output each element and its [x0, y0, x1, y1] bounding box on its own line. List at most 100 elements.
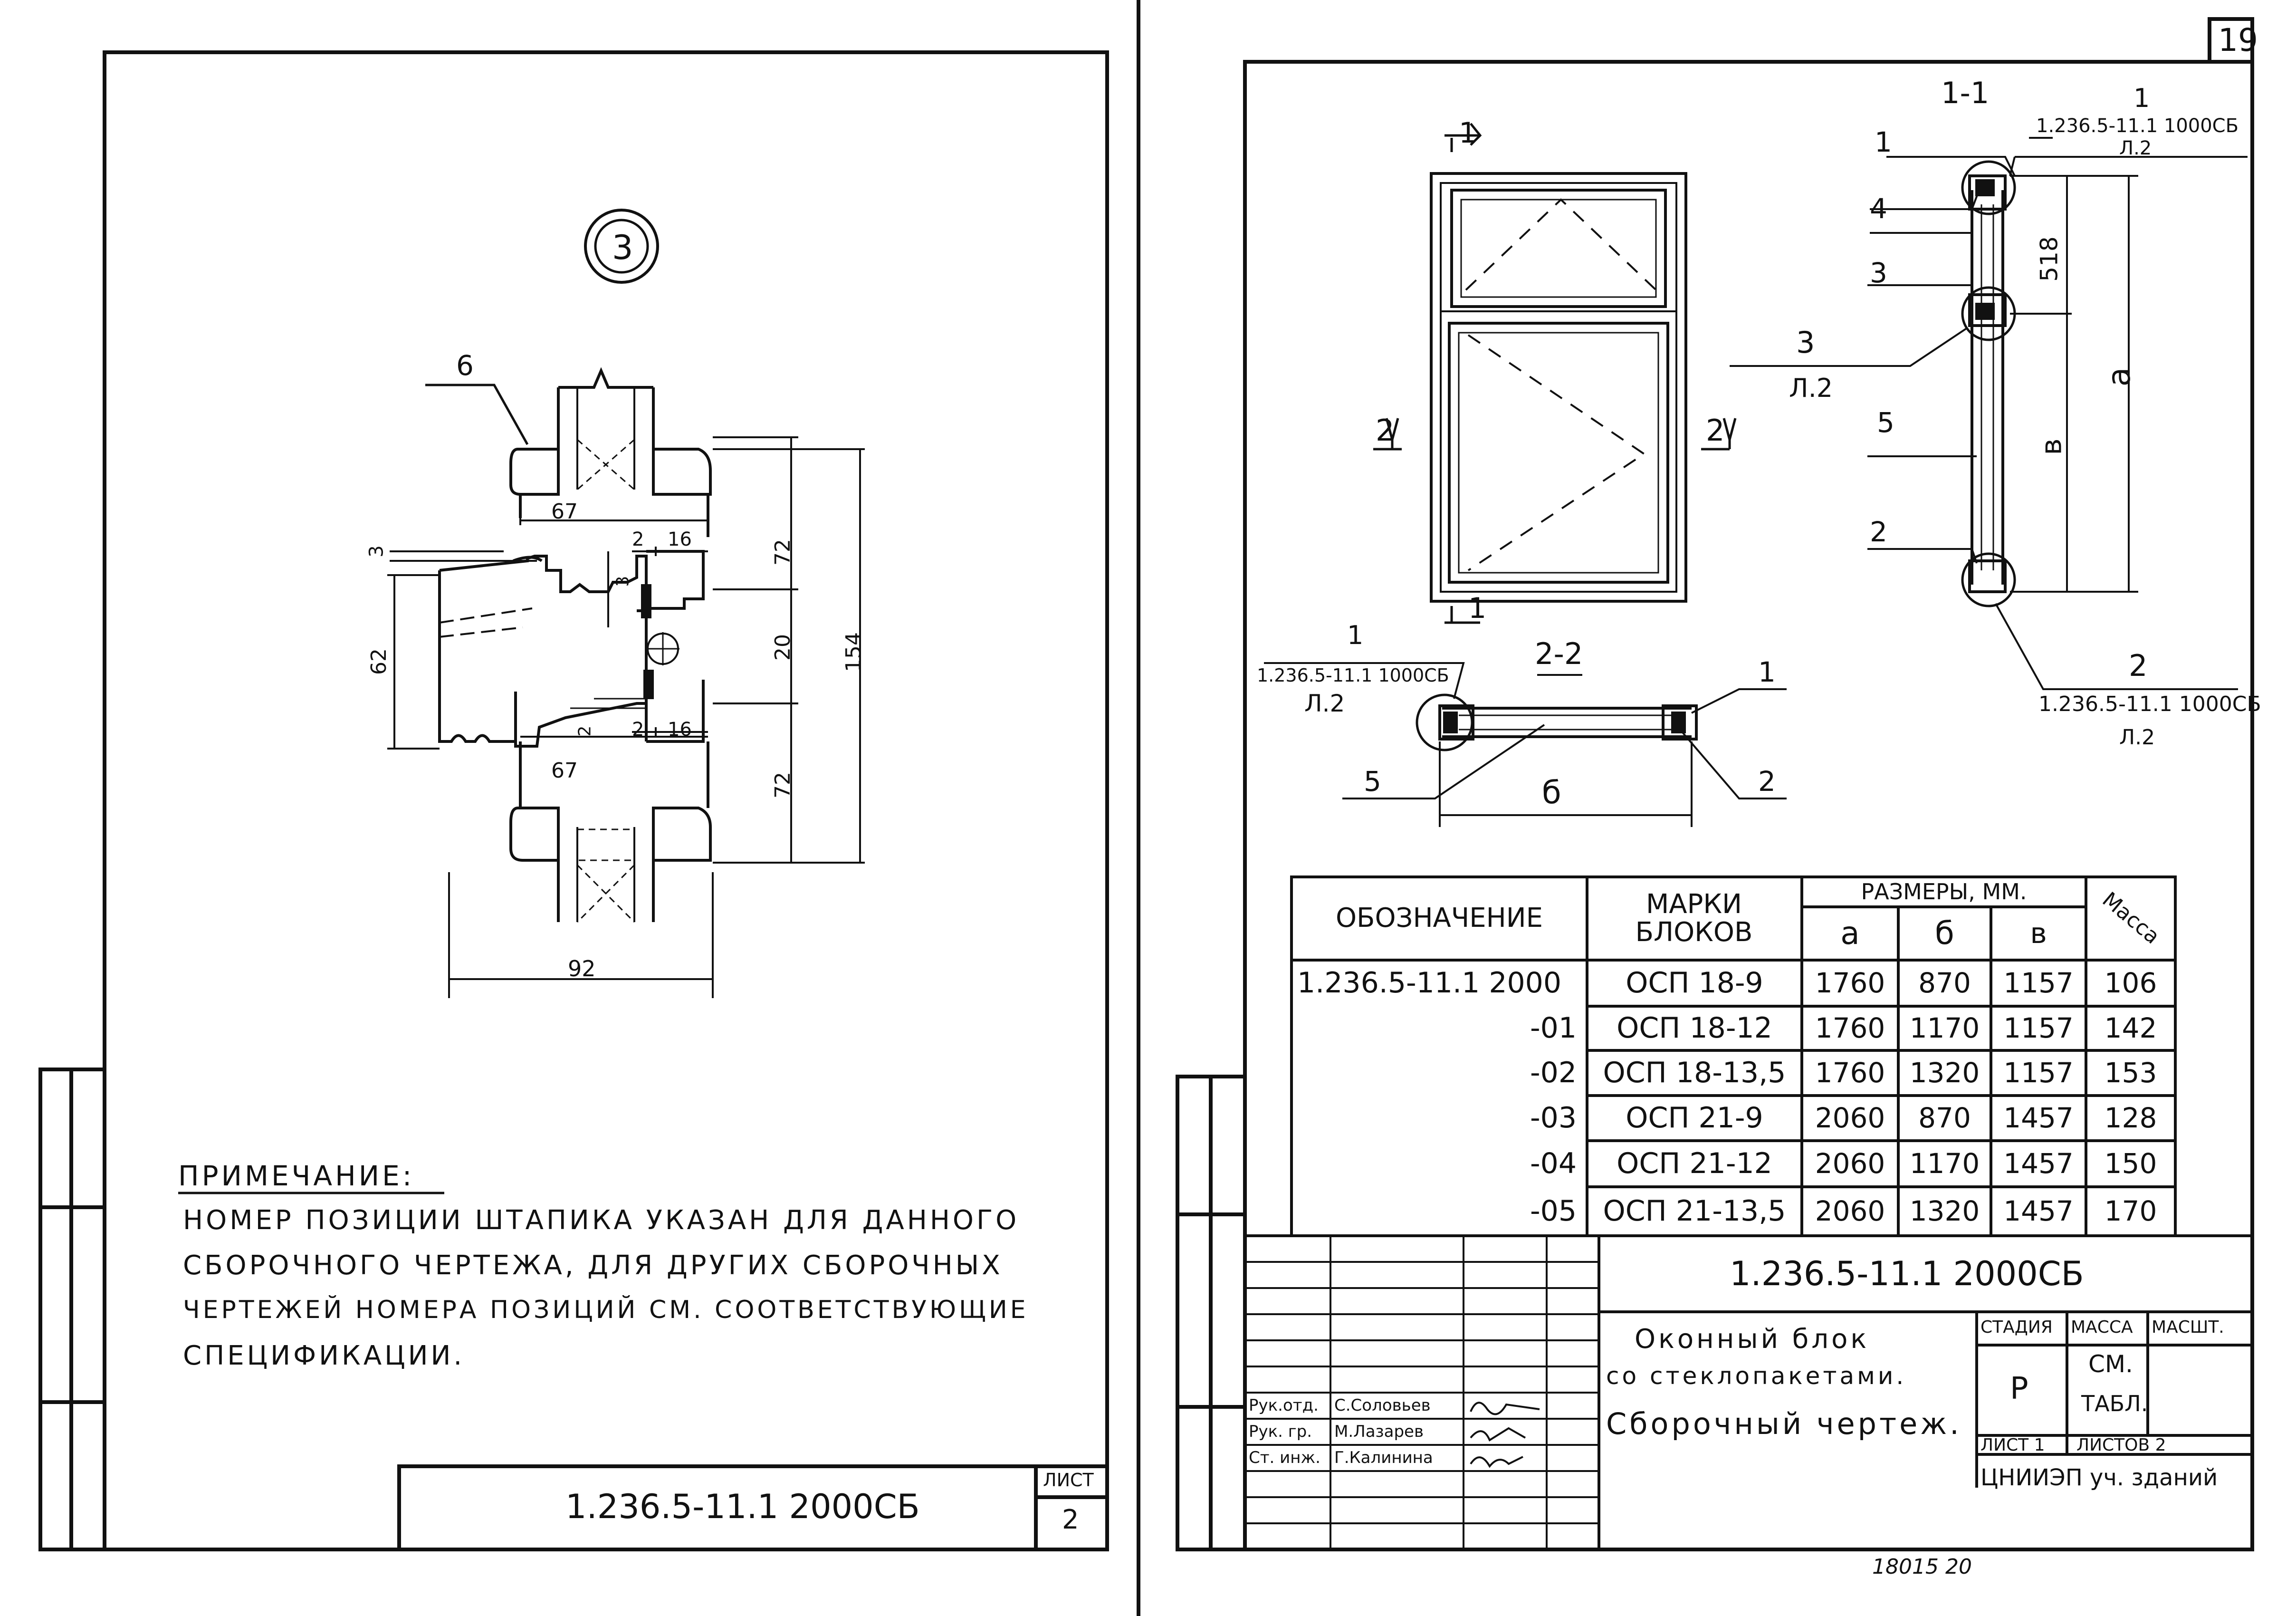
callout-2-number: 2 [2129, 648, 2148, 683]
table-cell-b: 870 [1918, 1102, 1971, 1135]
table-cell-mark: ОСП 18-9 [1626, 966, 1763, 1000]
signature-1 [1470, 1402, 1540, 1415]
dim-16-bottom: 16 [668, 719, 692, 741]
table-cell-mass: 150 [2104, 1147, 2157, 1180]
table-cell-a: 1760 [1815, 1012, 1885, 1045]
dim-16-top: 16 [668, 529, 692, 550]
section-1-1-title: 1-1 [1941, 76, 1990, 110]
header-designation: ОБОЗНАЧЕНИЕ [1335, 903, 1543, 934]
table-cell-designation: -01 [1530, 1011, 1577, 1045]
note-title: ПРИМЕЧАНИЕ: [178, 1160, 415, 1192]
sheet-label: ЛИСТ 1 [1980, 1435, 2045, 1455]
signature-3 [1470, 1456, 1523, 1468]
staff-name-2: М.Лазарев [1334, 1422, 1424, 1441]
page-number-box [2208, 17, 2254, 64]
left-sheet-number: 2 [1062, 1504, 1079, 1535]
header-a: а [1840, 915, 1860, 952]
footer-number: 18015 20 [1872, 1555, 1972, 1579]
note-line-2: СБОРОЧНОГО ЧЕРТЕЖА, ДЛЯ ДРУГИХ СБОРОЧНЫХ [183, 1250, 1003, 1281]
header-v: в [2030, 916, 2047, 950]
position-4: 4 [1870, 192, 1887, 225]
organization: ЦНИИЭП уч. зданий [1980, 1464, 2218, 1491]
cut-mark-1-top: 1 [1459, 116, 1477, 150]
table-cell-b: 1170 [1909, 1012, 1980, 1045]
table-cell-v: 1457 [2003, 1102, 2074, 1135]
note-line-1: НОМЕР ПОЗИЦИИ ШТАПИКА УКАЗАН ДЛЯ ДАННОГО [183, 1205, 1020, 1236]
cut-mark-1-bottom: 1 [1468, 592, 1487, 625]
table-cell-designation: 1.236.5-11.1 2000 [1297, 966, 1562, 1000]
table-cell-b: 1320 [1909, 1057, 1980, 1089]
note-line-3: ЧЕРТЕЖЕЙ НОМЕРА ПОЗИЦИЙ СМ. СООТВЕТСТВУЮ… [183, 1296, 1029, 1324]
window-elevation [1373, 123, 1737, 624]
callout-4-sheet: Л.2 [1304, 690, 1345, 717]
position-3: 3 [1870, 257, 1887, 289]
table-cell-mark: ОСП 21-13,5 [1603, 1194, 1786, 1228]
mass-value-1: СМ. [2088, 1350, 2133, 1378]
title-line-2: со стеклопакетами. [1606, 1362, 1907, 1390]
table-cell-a: 2060 [1815, 1147, 1885, 1180]
title-block-grid [1244, 1234, 2254, 1551]
position-5b: 5 [1364, 765, 1381, 798]
left-sheet-label: ЛИСТ [1043, 1470, 1094, 1491]
section-1-1 [1730, 137, 2248, 690]
detail-marker-outer [584, 209, 659, 284]
mass-label: МАССА [2071, 1318, 2133, 1337]
callout-3-number: 3 [1796, 325, 1815, 360]
sheets-label: ЛИСТОВ 2 [2076, 1435, 2166, 1455]
table-cell-mass: 106 [2104, 967, 2157, 1000]
signature-2 [1470, 1427, 1526, 1442]
section-2-2-title: 2-2 [1535, 636, 1583, 671]
table-cell-mark: ОСП 18-12 [1617, 1011, 1772, 1045]
table-cell-mark: ОСП 21-12 [1617, 1147, 1772, 1180]
table-cell-a: 1760 [1815, 967, 1885, 1000]
detail-marker-inner [594, 219, 649, 274]
position-1b: 1 [1758, 656, 1776, 688]
callout-4-number: 1 [1347, 620, 1364, 650]
table-cell-a: 1760 [1815, 1057, 1885, 1089]
table-cell-v: 1457 [2003, 1147, 2074, 1180]
table-cell-designation: -02 [1530, 1056, 1577, 1089]
callout-2-ref: 1.236.5-11.1 1000СБ [2038, 692, 2261, 716]
title-line-3: Сборочный чертеж. [1606, 1406, 1962, 1441]
detail-marker-label: 3 [612, 228, 633, 267]
staff-role-3: Ст. инж. [1249, 1448, 1320, 1467]
table-cell-b: 1170 [1909, 1147, 1980, 1180]
title-doc-code: 1.236.5-11.1 2000СБ [1730, 1254, 2084, 1293]
callout-1-sheet: Л.2 [2119, 137, 2152, 159]
table-cell-a: 2060 [1815, 1195, 1885, 1228]
table-cell-designation: -05 [1530, 1194, 1577, 1228]
dim-2-top: 2 [632, 529, 644, 550]
part-label-6: 6 [456, 349, 474, 382]
header-b: б [1935, 915, 1954, 952]
cut-mark-2-left: 2 [1376, 413, 1395, 448]
callout-4-ref: 1.236.5-11.1 1000СБ [1257, 665, 1449, 686]
table-cell-mark: ОСП 21-9 [1626, 1101, 1763, 1135]
mass-value-2: ТАБЛ. [2081, 1391, 2148, 1416]
staff-role-1: Рук.отд. [1249, 1396, 1319, 1415]
table-cell-mark: ОСП 18-13,5 [1603, 1056, 1786, 1089]
section-2-2 [1264, 662, 1787, 827]
position-2b: 2 [1758, 765, 1776, 798]
position-1: 1 [1875, 126, 1892, 158]
position-5: 5 [1877, 406, 1894, 439]
callout-1-number: 1 [2133, 83, 2150, 113]
table-cell-designation: -04 [1530, 1147, 1577, 1180]
table-cell-mass: 142 [2104, 1012, 2157, 1045]
table-cell-v: 1157 [2003, 967, 2074, 1000]
cut-mark-2-right: 2 [1706, 413, 1725, 448]
left-title-stamp [397, 1464, 1109, 1551]
position-2: 2 [1870, 516, 1887, 548]
table-cell-v: 1157 [2003, 1012, 2074, 1045]
spec-table-grid [1290, 875, 2177, 1237]
dim-b: б [1542, 774, 1561, 811]
dim-67-top: 67 [551, 500, 578, 524]
table-cell-mass: 153 [2104, 1057, 2157, 1089]
table-cell-v: 1457 [2003, 1195, 2074, 1228]
title-line-1: Оконный блок [1635, 1324, 1870, 1355]
table-cell-a: 2060 [1815, 1102, 1885, 1135]
left-doc-code: 1.236.5-11.1 2000СБ [565, 1487, 920, 1526]
table-cell-mass: 170 [2104, 1195, 2157, 1228]
dim-67-bottom: 67 [551, 759, 578, 783]
